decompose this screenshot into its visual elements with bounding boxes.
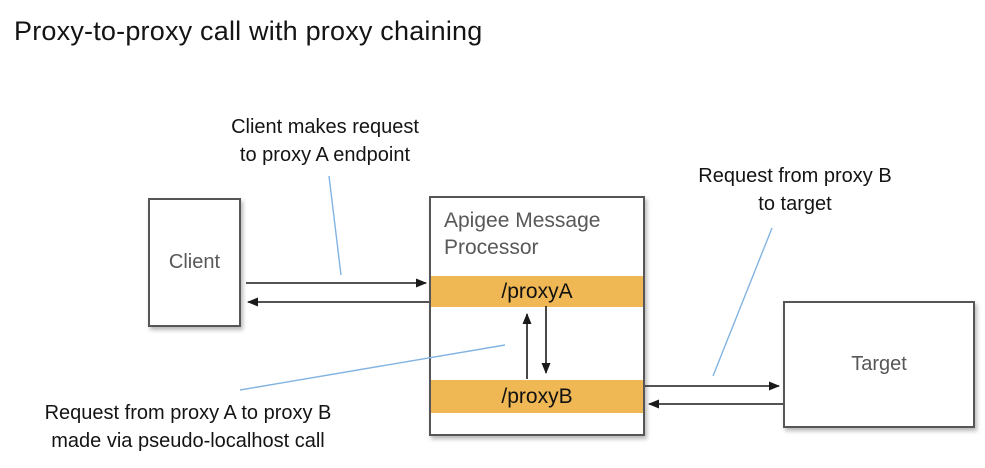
annotation-pseudo-localhost: Request from proxy A to proxy B made via… — [44, 402, 332, 453]
proxya-endpoint-label: /proxyA — [501, 279, 573, 303]
proxyb-endpoint-label: /proxyB — [501, 384, 573, 408]
client-label: Client — [168, 251, 221, 273]
annotation-proxyb-to-target: Request from proxy B to target — [698, 165, 892, 216]
message-processor-box: Apigee Message Processor /proxyA /proxyB — [429, 196, 645, 436]
target-label: Target — [851, 353, 907, 375]
annotation-client-request: Client makes request to proxy A endpoint — [231, 116, 419, 167]
diagram-title: Proxy-to-proxy call with proxy chaining — [14, 16, 483, 46]
message-processor-title: Apigee Message Processor — [444, 209, 601, 260]
proxya-endpoint-bar: /proxyA — [431, 276, 643, 307]
target-box: Target — [783, 301, 975, 428]
proxyb-endpoint-bar: /proxyB — [431, 380, 643, 413]
callout-line-proxyb-target — [712, 227, 773, 377]
callout-line-client-request — [328, 175, 342, 276]
client-box: Client — [148, 198, 241, 327]
